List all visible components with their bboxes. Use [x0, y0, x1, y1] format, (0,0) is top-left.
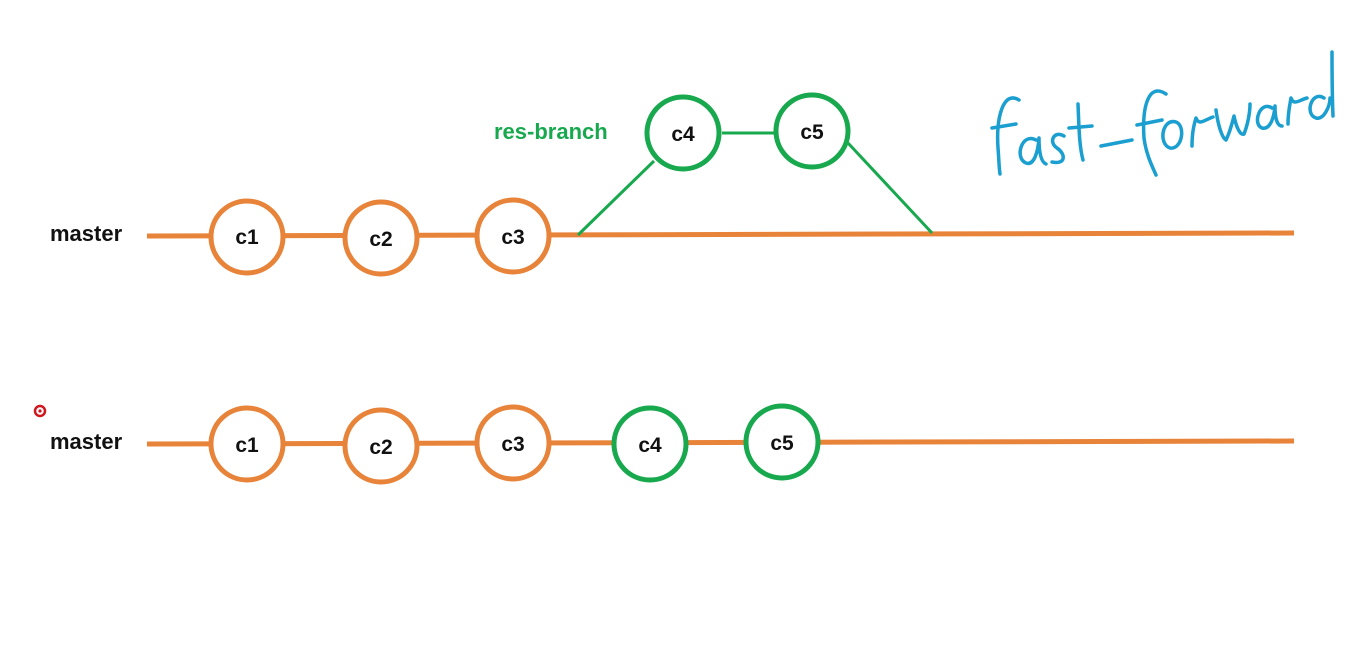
branch-commit-node: c5 [773, 92, 851, 170]
commit-node: c2 [342, 407, 420, 485]
commit-label: c4 [638, 434, 662, 457]
branch-commit-node: c4 [611, 405, 689, 483]
branch-commit-node: c5 [743, 403, 821, 481]
commit-node: c3 [474, 404, 552, 482]
master-line-before [146, 230, 1295, 239]
commit-label: c1 [235, 434, 259, 457]
after-commits: c1 c2 c3 c4 c5 [208, 403, 821, 485]
master-line-after [146, 438, 1295, 447]
fast-forward-annotation: fast-forward [990, 50, 1335, 177]
commit-node: c1 [208, 198, 286, 276]
after-diagram: master c1 c2 c3 c4 c5 [50, 403, 1295, 485]
master-label-before: master [50, 221, 123, 246]
branch-in-edge [846, 141, 934, 235]
before-diagram: master res-branch c1 c2 c3 c4 c5 [50, 92, 1295, 277]
branch-out-edge [576, 159, 656, 237]
laser-pointer-icon [33, 404, 47, 418]
branch-label: res-branch [494, 119, 608, 144]
commit-label: c3 [501, 433, 524, 456]
commit-label: c1 [235, 226, 259, 249]
commit-label: c2 [369, 228, 392, 251]
commit-label: c5 [770, 432, 794, 455]
branch-commit-node: c4 [644, 94, 722, 172]
commit-node: c3 [474, 197, 552, 275]
master-label-after: master [50, 429, 123, 454]
commit-label: c2 [369, 436, 392, 459]
commit-label: c3 [501, 226, 524, 249]
commit-label: c4 [671, 123, 695, 146]
commit-label: c5 [800, 121, 824, 144]
commit-node: c2 [342, 199, 420, 277]
commit-node: c1 [208, 405, 286, 483]
